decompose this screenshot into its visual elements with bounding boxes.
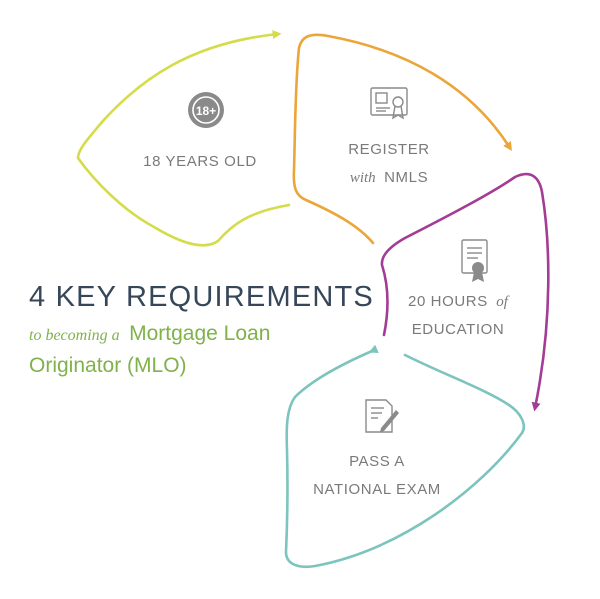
step-2-nmls: NMLS	[384, 169, 428, 186]
step-3-hours: 20 HOURS	[408, 293, 488, 310]
step-3-label-line1: 20 HOURS of	[408, 293, 510, 310]
step-4-label-line2: NATIONAL EXAM	[313, 481, 441, 498]
step-2-arrow	[292, 33, 512, 245]
step-1-arrow	[76, 30, 291, 247]
step-1: 18+ 18 YEARS OLD	[143, 92, 257, 170]
step-4-arrow	[284, 344, 526, 569]
subtitle-line2: Originator (MLO)	[29, 354, 187, 377]
subtitle-italic: to becoming a	[29, 327, 120, 344]
exam-paper-icon	[365, 399, 399, 433]
step-3-label-line2: EDUCATION	[412, 321, 505, 338]
step-4-label-line1: PASS A	[349, 453, 405, 470]
step-3-italic: of	[496, 294, 510, 310]
step-2-label-line1: REGISTER	[348, 141, 429, 158]
diploma-icon	[461, 239, 488, 282]
step-2: REGISTER with NMLS	[348, 87, 429, 186]
age-18-plus-icon: 18+	[188, 92, 224, 128]
step-3: 20 HOURS of EDUCATION	[408, 239, 510, 338]
main-title: 4 KEY REQUIREMENTS	[29, 281, 374, 313]
age-badge-text: 18+	[196, 104, 216, 118]
step-3-arrow	[380, 172, 550, 412]
step-2-label-line2: with NMLS	[350, 169, 428, 186]
step-2-italic: with	[350, 170, 376, 186]
subtitle-line1: to becoming a Mortgage Loan	[29, 322, 270, 345]
certificate-icon	[370, 87, 408, 120]
title-block: 4 KEY REQUIREMENTS to becoming a Mortgag…	[29, 281, 374, 377]
step-1-label: 18 YEARS OLD	[143, 153, 257, 170]
step-4: PASS A NATIONAL EXAM	[313, 399, 441, 498]
subtitle-mortgage-loan: Mortgage Loan	[129, 322, 270, 345]
